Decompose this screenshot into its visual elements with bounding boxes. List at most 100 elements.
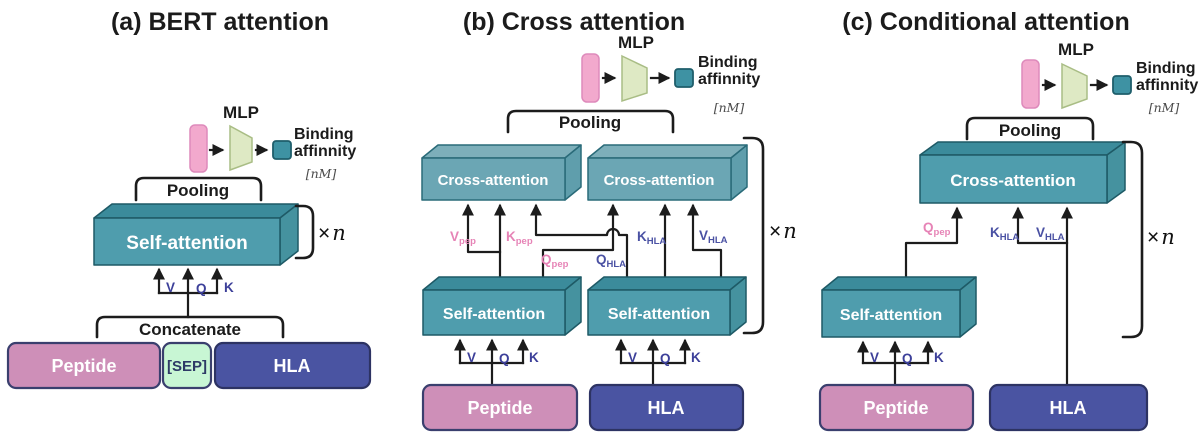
hla-input-box — [588, 383, 745, 432]
mlp-trapezoid — [229, 124, 253, 172]
mlp-trapezoid — [621, 54, 648, 103]
v-hla-base: V — [1036, 225, 1045, 240]
peptide-label: Peptide — [51, 356, 116, 376]
qkv-arrow-tree: V Q K — [856, 340, 944, 387]
v-label: V — [628, 350, 637, 365]
self-attention-label: Self-attention — [840, 307, 942, 324]
v-hla-base: V — [699, 228, 708, 243]
k-label: K — [691, 350, 701, 365]
q-pep-label: Qpep — [923, 220, 951, 238]
v-hla-label: VHLA — [1036, 225, 1065, 243]
pooled-embedding-bar — [1021, 59, 1040, 109]
binding-affinity-square — [272, 140, 292, 160]
hla-label: HLA — [648, 398, 685, 418]
k-hla-sub: HLA — [1000, 232, 1020, 243]
k-hla-sub: HLA — [647, 236, 667, 247]
self-attention-box: Self-attention — [821, 276, 977, 338]
nm-unit-label: [nM] — [714, 100, 745, 115]
v-hla-sub: HLA — [708, 235, 728, 246]
peptide-label: Peptide — [467, 398, 532, 418]
qkv-arrow-tree-right: V Q K — [614, 338, 701, 387]
self-attention-box-front — [93, 217, 281, 266]
binding-affinity-label-line1: Binding — [698, 54, 758, 71]
self-attention-box: Self-attention — [93, 203, 299, 266]
cross-attention-label: Cross-attention — [950, 171, 1076, 190]
repeat-bracket — [294, 204, 315, 260]
q-label: Q — [902, 351, 913, 366]
self-attention-left-top — [422, 276, 582, 291]
self-attention-box-right: Self-attention — [587, 276, 747, 336]
binding-affinity-label-line1: Binding — [1136, 60, 1196, 77]
self-attention-box-left: Self-attention — [422, 276, 582, 336]
n-variable: n — [783, 219, 797, 243]
pooling-label: Pooling — [559, 113, 621, 132]
mlp-trapezoid — [1061, 62, 1088, 110]
wire-k-hla-branch — [1011, 206, 1069, 245]
repeat-bracket — [742, 136, 765, 335]
concatenate-bracket — [95, 315, 285, 339]
v-label: V — [870, 350, 879, 365]
pooled-embedding-bar — [189, 124, 208, 173]
k-pep-base: K — [506, 229, 516, 244]
self-attention-left-front — [422, 289, 566, 336]
q-pep-label: Qpep — [541, 252, 569, 270]
peptide-input-box — [6, 341, 162, 390]
panel-b-cross-attention: (b) Cross attention MLP Binding affinnit… — [421, 8, 797, 432]
k-hla-base: K — [637, 229, 647, 244]
cross-attention-box-top — [919, 141, 1126, 156]
wire-q-hla-crossover — [529, 203, 629, 285]
v-pep-base: V — [450, 229, 459, 244]
binding-affinity-label-line1: Binding — [294, 126, 354, 143]
wire-v-hla — [686, 203, 723, 285]
times-symbol: × — [318, 222, 330, 245]
cross-attention-box-left: Cross-attention — [421, 144, 582, 201]
qkv-arrow-tree-left: V Q K — [453, 338, 539, 387]
q-hla-label: QHLA — [596, 252, 626, 270]
binding-affinity-label-line2: affinnity — [1136, 77, 1198, 94]
panel-a-title: (a) BERT attention — [111, 8, 329, 36]
q-label: Q — [660, 351, 671, 366]
binding-affinity-square — [674, 68, 694, 88]
hla-label: HLA — [1050, 398, 1087, 418]
repeat-xn-label: ×n — [1147, 225, 1175, 249]
cross-attention-right-top — [587, 144, 748, 159]
concatenate-label: Concatenate — [139, 320, 241, 339]
v-pep-label: Vpep — [450, 229, 476, 247]
k-hla-base: K — [990, 225, 1000, 240]
hla-label: HLA — [274, 356, 311, 376]
pooling-bracket — [506, 109, 675, 134]
wire-v-pep — [461, 203, 502, 254]
v-label: V — [467, 350, 476, 365]
peptide-label: Peptide — [863, 398, 928, 418]
cross-attention-right-front — [587, 157, 732, 201]
peptide-input-box — [421, 383, 579, 432]
mlp-label: MLP — [223, 103, 259, 122]
self-attention-label: Self-attention — [126, 233, 247, 254]
panel-b-title: (b) Cross attention — [463, 8, 685, 36]
binding-affinity-label-line2: affinnity — [294, 143, 356, 160]
pooled-embedding-bar — [581, 53, 600, 103]
q-hla-sub: HLA — [607, 259, 627, 270]
self-attention-right-top — [587, 276, 747, 291]
k-hla-label: KHLA — [990, 225, 1019, 243]
k-pep-sub: pep — [516, 236, 533, 247]
pooling-label: Pooling — [999, 121, 1061, 140]
q-pep-sub: pep — [934, 227, 951, 238]
peptide-input-box — [818, 383, 975, 432]
v-pep-sub: pep — [459, 236, 476, 247]
self-attention-box-top — [821, 276, 977, 291]
k-label: K — [224, 280, 234, 295]
q-pep-base: Q — [923, 220, 934, 235]
repeat-xn-label: ×n — [318, 221, 346, 245]
mlp-label: MLP — [1058, 40, 1094, 59]
panel-c-title: (c) Conditional attention — [842, 8, 1129, 36]
wire-q-pep — [904, 206, 964, 285]
nm-unit-label: [nM] — [306, 166, 337, 181]
q-label: Q — [196, 281, 207, 296]
cross-attention-box: Cross-attention — [919, 141, 1126, 204]
mlp-label: MLP — [618, 33, 654, 52]
q-hla-base: Q — [596, 252, 607, 267]
binding-affinity-label-line2: affinnity — [698, 71, 760, 88]
